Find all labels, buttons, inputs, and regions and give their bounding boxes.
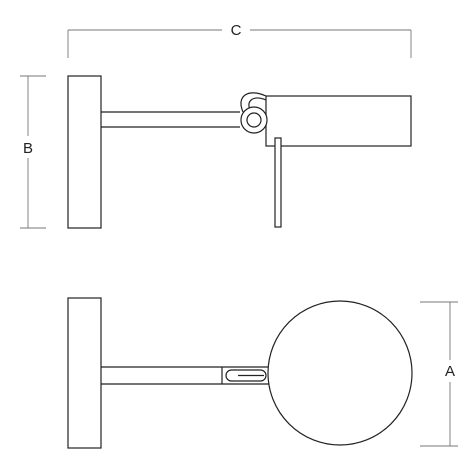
top-view-shade [267, 300, 413, 446]
top-view [67, 297, 413, 449]
side-view-wall-plate [67, 75, 102, 229]
side-view [67, 75, 412, 229]
side-view-shade [265, 95, 412, 147]
dimension-b-label: B [23, 140, 33, 157]
side-view-handle-lever [274, 137, 282, 228]
top-view-wall-plate [67, 297, 102, 449]
side-view-pivot-knob-inner [246, 112, 262, 128]
dimension-a-label: A [445, 363, 455, 380]
dimension-b: B [20, 75, 46, 229]
dimension-a: A [420, 301, 458, 447]
dimension-c-label: C [231, 22, 242, 39]
side-view-hinge-hook [240, 92, 267, 113]
dimension-c: C [67, 22, 412, 58]
